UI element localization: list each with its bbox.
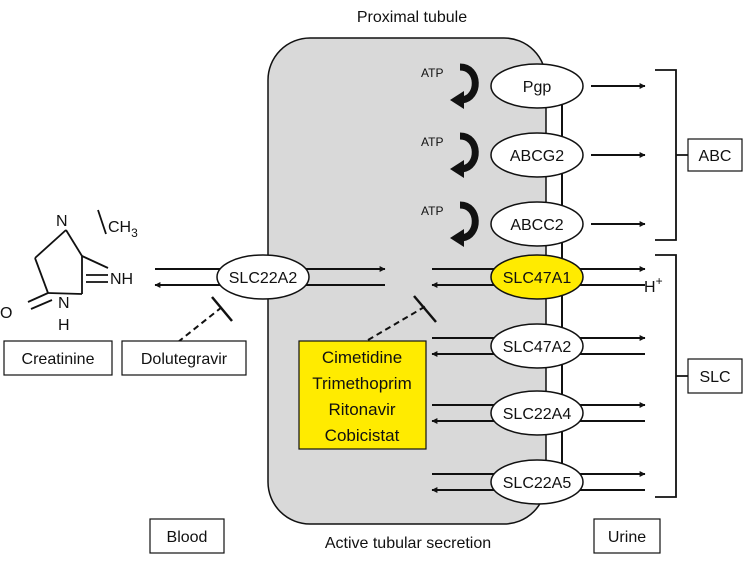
inhibitor-3: Ritonavir <box>328 400 395 419</box>
abc-bracket <box>655 69 688 241</box>
abcc2-transporter <box>490 201 584 247</box>
slc22a5-label: SLC22A5 <box>503 475 572 492</box>
diagram-title: Proximal tubule <box>357 9 467 26</box>
apical-inhibition-line <box>367 305 427 341</box>
inhibitor-1: Cimetidine <box>322 348 402 367</box>
apical-inhibition-bar <box>413 295 437 323</box>
proton-label: H+ <box>644 274 663 296</box>
slc22a2-label: SLC22A2 <box>229 270 298 287</box>
slc22a4-transporter <box>490 390 584 436</box>
dolutegravir-box <box>121 340 247 376</box>
nitrogen-top-label: N <box>56 213 68 230</box>
urine-label: Urine <box>608 529 646 546</box>
pgp-transporter <box>490 63 584 109</box>
atp-hydrolysis-arrow <box>459 132 479 173</box>
dolutegravir-label: Dolutegravir <box>141 351 228 368</box>
creatinine-label: Creatinine <box>22 351 95 368</box>
abcg2-transporter <box>490 132 584 178</box>
atp-label: ATP <box>421 66 443 80</box>
atp-hydrolysis-arrow <box>459 201 479 242</box>
slc-bracket <box>655 254 688 498</box>
blood-box <box>149 518 225 554</box>
methyl-label: CH3 <box>108 219 138 240</box>
inhibitor-box <box>298 340 427 450</box>
atp-arrowhead <box>450 91 464 109</box>
atp-arrowhead <box>450 160 464 178</box>
atp-arrowhead <box>450 229 464 247</box>
inhibitor-4: Cobicistat <box>325 426 400 445</box>
oxygen-label: O <box>0 305 12 322</box>
slc-family-box <box>687 358 743 394</box>
imine-label: NH <box>110 271 133 288</box>
abcc2-label: ABCC2 <box>510 217 563 234</box>
slc47a2-label: SLC47A2 <box>503 339 572 356</box>
slc22a2-transporter <box>216 254 310 300</box>
abc-family-box <box>687 138 743 172</box>
diagram-caption: Active tubular secretion <box>325 535 491 552</box>
dolutegravir-inhibition-bar <box>211 296 233 322</box>
pgp-label: Pgp <box>523 79 552 96</box>
slc22a5-transporter <box>490 459 584 505</box>
atp-label: ATP <box>421 204 443 218</box>
urine-box <box>593 518 661 554</box>
hydrogen-label: H <box>58 317 70 334</box>
creatinine-structure <box>27 209 109 310</box>
slc47a2-transporter <box>490 323 584 369</box>
nitrogen-bottom-label: N <box>58 295 70 312</box>
slc-family-label: SLC <box>699 369 730 386</box>
slc22a4-label: SLC22A4 <box>503 406 572 423</box>
atp-hydrolysis-arrow <box>459 63 479 104</box>
blood-label: Blood <box>167 529 208 546</box>
atp-label: ATP <box>421 135 443 149</box>
dolutegravir-inhibition-line <box>177 306 223 343</box>
creatinine-label-box <box>3 340 113 376</box>
slc47a1-label: SLC47A1 <box>503 270 572 287</box>
abc-family-label: ABC <box>699 148 732 165</box>
abcg2-label: ABCG2 <box>510 148 564 165</box>
inhibitor-2: Trimethoprim <box>312 374 412 393</box>
slc47a1-transporter <box>490 254 584 300</box>
